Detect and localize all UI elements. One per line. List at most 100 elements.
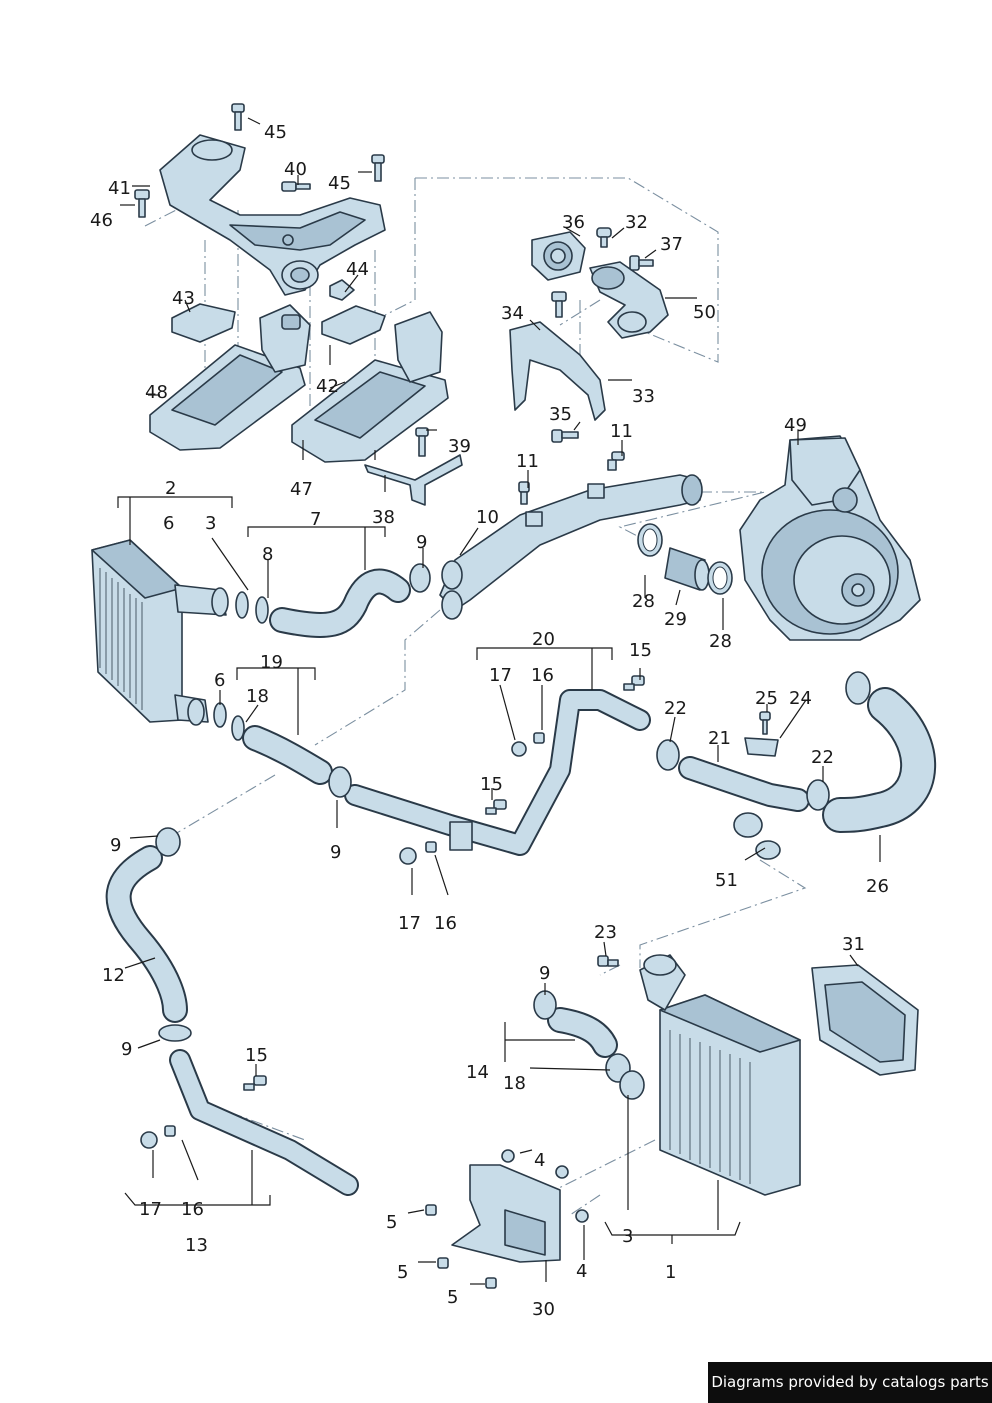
label-5: 5 xyxy=(447,1287,458,1308)
label-41: 41 xyxy=(108,178,131,199)
label-17: 17 xyxy=(398,913,421,934)
label-32: 32 xyxy=(625,212,648,233)
label-24: 24 xyxy=(789,688,812,709)
hose-7 xyxy=(269,568,411,638)
label-28: 28 xyxy=(632,591,655,612)
label-40: 40 xyxy=(284,159,307,180)
label-4: 4 xyxy=(534,1150,545,1171)
label-33: 33 xyxy=(632,386,655,407)
label-42: 42 xyxy=(316,376,339,397)
sleeve-29 xyxy=(664,547,710,591)
label-31: 31 xyxy=(842,934,865,955)
bolt-35 xyxy=(551,429,579,443)
label-6: 6 xyxy=(214,670,225,691)
pipe-20 xyxy=(344,689,651,856)
label-45: 45 xyxy=(328,173,351,194)
label-48: 48 xyxy=(145,382,168,403)
attribution-footer: Diagrams provided by catalogs parts xyxy=(708,1362,992,1403)
hose-12 xyxy=(105,845,188,1023)
label-16: 16 xyxy=(434,913,457,934)
label-8: 8 xyxy=(262,544,273,565)
part-labels: 45 45 40 41 46 43 44 42 48 47 39 38 36 3… xyxy=(90,122,889,1320)
label-36: 36 xyxy=(562,212,585,233)
label-22: 22 xyxy=(811,747,834,768)
label-7: 7 xyxy=(310,509,321,530)
label-9: 9 xyxy=(110,835,121,856)
bolt-37 xyxy=(629,255,654,271)
label-9: 9 xyxy=(121,1039,132,1060)
bolt-45a xyxy=(231,103,245,131)
gasket-44 xyxy=(321,279,386,345)
label-23: 23 xyxy=(594,922,617,943)
label-15: 15 xyxy=(629,640,652,661)
turbocharger-49 xyxy=(739,435,921,641)
bolt-32 xyxy=(596,227,612,248)
label-11: 11 xyxy=(610,421,633,442)
label-49: 49 xyxy=(784,415,807,436)
label-5: 5 xyxy=(397,1262,408,1283)
label-16: 16 xyxy=(181,1199,204,1220)
label-14: 14 xyxy=(466,1062,489,1083)
label-11: 11 xyxy=(516,451,539,472)
leader-lines xyxy=(117,117,881,1285)
bolt-45b xyxy=(371,154,385,182)
intercooler-2-fins xyxy=(99,568,143,710)
pipe-10 xyxy=(439,474,703,620)
label-35: 35 xyxy=(549,404,572,425)
elbow-50 xyxy=(589,261,669,339)
label-10: 10 xyxy=(476,507,499,528)
intercooler-1 xyxy=(639,954,801,1196)
label-12: 12 xyxy=(102,965,125,986)
clamp-28b xyxy=(707,561,733,595)
sensor-24 xyxy=(744,737,779,757)
manifold-48 xyxy=(149,304,311,451)
pipe-13 xyxy=(169,1049,359,1196)
label-3: 3 xyxy=(622,1226,633,1247)
label-17: 17 xyxy=(489,665,512,686)
label-46: 46 xyxy=(90,210,113,231)
label-21: 21 xyxy=(708,728,731,749)
label-13: 13 xyxy=(185,1235,208,1256)
label-28: 28 xyxy=(709,631,732,652)
rings-and-clamps xyxy=(155,563,871,1100)
label-44: 44 xyxy=(346,259,369,280)
intercooler-1-fins xyxy=(669,1030,751,1184)
manifold-47 xyxy=(291,311,449,463)
bolt-35-upper xyxy=(551,291,567,318)
label-39: 39 xyxy=(448,436,471,457)
hose-14 xyxy=(547,1007,618,1058)
label-15: 15 xyxy=(245,1045,268,1066)
label-6: 6 xyxy=(163,513,174,534)
label-4: 4 xyxy=(576,1261,587,1282)
label-34: 34 xyxy=(501,303,524,324)
label-47: 47 xyxy=(290,479,313,500)
label-43: 43 xyxy=(172,288,195,309)
label-19: 19 xyxy=(260,652,283,673)
label-51: 51 xyxy=(715,870,738,891)
label-15: 15 xyxy=(480,774,503,795)
hose-26 xyxy=(822,687,937,833)
label-29: 29 xyxy=(664,609,687,630)
bolt-11a xyxy=(607,451,625,471)
label-18: 18 xyxy=(503,1073,526,1094)
label-17: 17 xyxy=(139,1199,162,1220)
bracket-33 xyxy=(509,321,606,421)
label-9: 9 xyxy=(330,842,341,863)
elbow-21 xyxy=(678,756,810,838)
label-45: 45 xyxy=(264,122,287,143)
gasket-43 xyxy=(171,303,236,343)
bracket-30 xyxy=(451,1164,561,1263)
label-16: 16 xyxy=(531,665,554,686)
clamp-28a xyxy=(637,523,663,557)
label-5: 5 xyxy=(386,1212,397,1233)
label-9: 9 xyxy=(539,963,550,984)
label-26: 26 xyxy=(866,876,889,897)
intercooler-2 xyxy=(91,539,229,726)
label-38: 38 xyxy=(372,507,395,528)
hose-19 xyxy=(242,725,333,785)
bracket-38 xyxy=(364,427,463,506)
throttle-body-36 xyxy=(531,231,586,281)
label-2: 2 xyxy=(165,478,176,499)
label-9: 9 xyxy=(416,532,427,553)
